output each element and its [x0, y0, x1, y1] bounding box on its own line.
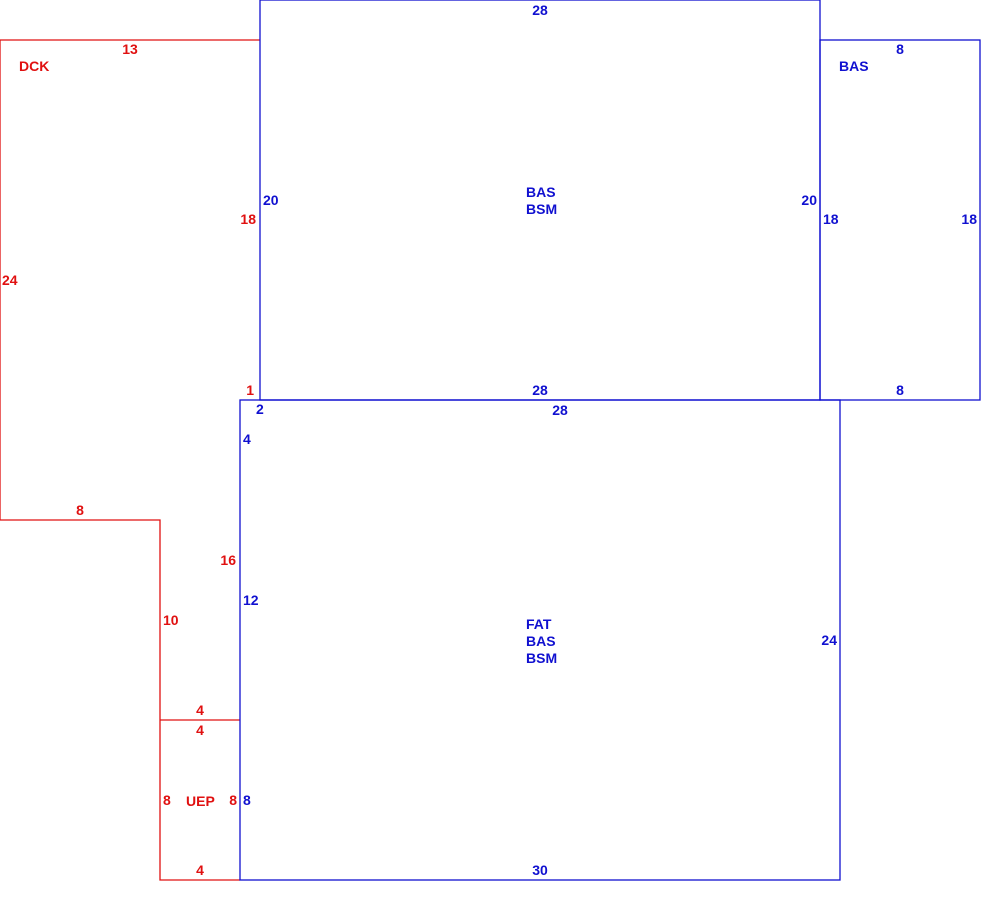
dim-lower-right: 24 — [821, 632, 837, 648]
dck-outline — [0, 39, 260, 881]
dim-bas-top: 8 — [896, 41, 904, 57]
dim-bas-right: 18 — [961, 211, 977, 227]
upper-main-code-2: BSM — [526, 201, 557, 217]
interior-outline — [239, 0, 981, 881]
dim-uep-top-outer: 4 — [196, 702, 204, 718]
dim-dck-right-lower: 16 — [220, 552, 236, 568]
dim-upper-top: 28 — [532, 2, 548, 18]
dim-lower-corner: 2 — [256, 401, 264, 417]
exterior-outline — [0, 39, 260, 881]
dim-uep-bottom: 4 — [196, 862, 204, 878]
lower-main-code-1: FAT — [526, 616, 552, 632]
dim-bas-left: 18 — [823, 211, 839, 227]
dim-dck-right-upper: 18 — [240, 211, 256, 227]
lower-main-rect — [239, 399, 841, 881]
uep-area-label: UEP — [186, 793, 215, 809]
lower-main-code-2: BAS — [526, 633, 556, 649]
bas-right-rect — [819, 39, 981, 401]
dim-dck-step: 8 — [76, 502, 84, 518]
lower-main-code-3: BSM — [526, 650, 557, 666]
dim-dck-left: 24 — [2, 272, 18, 288]
dim-dck-corner: 1 — [246, 382, 254, 398]
dim-lower-left-mid: 12 — [243, 592, 259, 608]
dim-bas-bottom: 8 — [896, 382, 904, 398]
dck-area-label: DCK — [19, 58, 49, 74]
upper-main-code-1: BAS — [526, 184, 556, 200]
upper-main-rect — [259, 0, 821, 401]
dim-dck-top: 13 — [122, 41, 138, 57]
dim-dck-inner-vertical: 10 — [163, 612, 179, 628]
dim-upper-left: 20 — [263, 192, 279, 208]
dim-uep-right: 8 — [229, 792, 237, 808]
dim-uep-top-inner: 4 — [196, 722, 204, 738]
dim-lower-top: 28 — [552, 402, 568, 418]
dim-upper-right: 20 — [801, 192, 817, 208]
dim-lower-bottom: 30 — [532, 862, 548, 878]
dim-lower-left-top: 4 — [243, 431, 251, 447]
dim-lower-left-bottom: 8 — [243, 792, 251, 808]
bas-right-area-label: BAS — [839, 58, 869, 74]
dim-upper-bottom: 28 — [532, 382, 548, 398]
dim-uep-left: 8 — [163, 792, 171, 808]
